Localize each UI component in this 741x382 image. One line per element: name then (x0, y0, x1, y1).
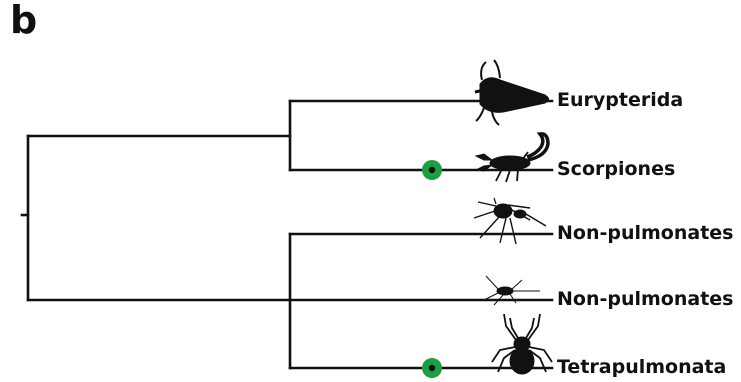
taxon-label-tetrapulmonata: Tetrapulmonata (557, 356, 727, 378)
scorpion-silhouette-icon (474, 132, 550, 183)
long-legged-arachnid-silhouette-icon (473, 197, 547, 245)
taxon-label-non-pulmonates-1: Non-pulmonates (557, 222, 734, 244)
taxon-label-scorpiones: Scorpiones (557, 158, 676, 180)
small-arachnid-silhouette-icon (483, 275, 540, 306)
taxon-label-eurypterida: Eurypterida (557, 89, 684, 111)
taxon-label-non-pulmonates-2: Non-pulmonates (557, 288, 734, 310)
marker-tetrapulmonata (422, 358, 442, 378)
eurypterid-silhouette-icon (474, 59, 549, 126)
panel-label: b (10, 0, 38, 42)
marker-scorpiones (422, 160, 442, 180)
spider-silhouette-icon (491, 313, 553, 375)
